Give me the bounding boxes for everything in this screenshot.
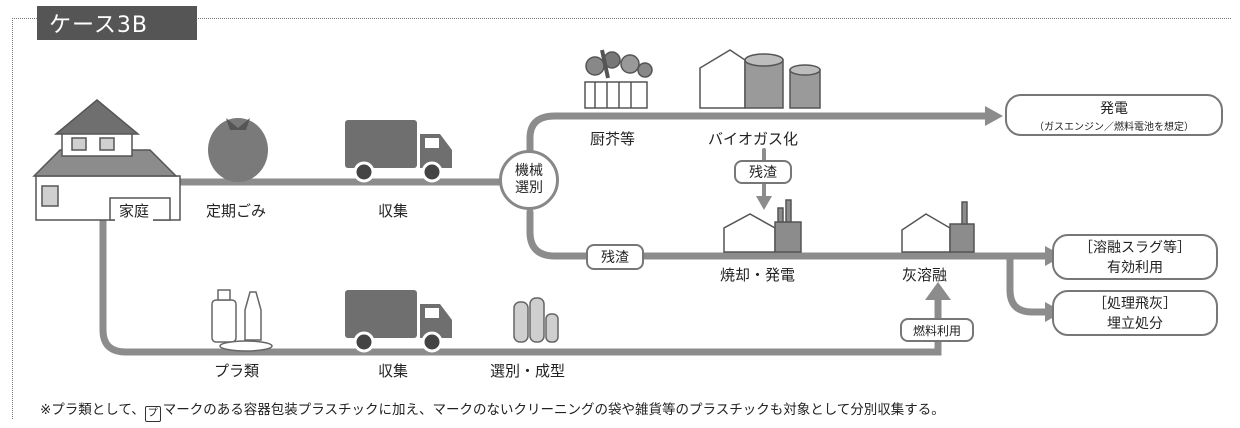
residue-label: 残渣 (601, 250, 629, 266)
recycle-mark-icon: プ (144, 406, 161, 422)
ash-melting-label: 灰溶融 (902, 266, 948, 284)
incineration-label: 焼却・発電 (720, 266, 796, 284)
slag-output-box: ［溶融スラグ等］ 有効利用 (1052, 234, 1218, 280)
sorting-line1: 機械 (515, 162, 543, 179)
footnote-body: マークのある容器包装プラスチックに加え、マークのないクリーニングの袋や雑貨等のプ… (162, 402, 945, 418)
collection-top-label: 収集 (378, 202, 409, 220)
power-output-box: 発電 （ガスエンジン／燃料電池を想定） (1005, 94, 1223, 136)
machine-sorting-node: 機械 選別 (499, 150, 559, 210)
collection-bottom-label: 収集 (378, 362, 409, 380)
incinerator-icon (723, 199, 802, 253)
house-icon (32, 99, 181, 221)
kitchen-waste-icon (584, 49, 653, 109)
plastic-bottles-icon (211, 289, 273, 352)
fuel-use-label: 燃料利用 (912, 323, 961, 338)
home-label: 家庭 (115, 200, 154, 221)
footnote: ※プラ類として、プマークのある容器包装プラスチックに加え、マークのないクリーニン… (40, 398, 945, 422)
flyash-line1: ［処理飛灰］ (1093, 296, 1177, 312)
plastics-label: プラ類 (214, 362, 260, 380)
biogas-residue-label: 残渣 (749, 165, 777, 181)
biogas-label: バイオガス化 (708, 130, 799, 148)
flow-to-incineration (526, 208, 1049, 260)
flow-to-flyash (1006, 252, 1049, 316)
regular-waste-label: 定期ごみ (206, 202, 267, 220)
biogas-plant-icon (699, 49, 821, 109)
case-tab: ケース3B (37, 6, 197, 40)
fuel-use-box: 燃料利用 (900, 318, 974, 342)
flyash-output-box: ［処理飛灰］ 埋立処分 (1052, 290, 1218, 336)
arrow-ash-melt (925, 282, 951, 300)
slag-line1: ［溶融スラグ等］ (1079, 240, 1191, 256)
arrow-biogas-residue (756, 196, 772, 210)
recycled-cylinders-icon (513, 297, 559, 343)
garbage-truck-icon-top (345, 120, 452, 183)
power-title: 発電 (1100, 100, 1128, 117)
slag-line2: 有効利用 (1107, 260, 1163, 276)
garbage-bag-icon (208, 118, 268, 182)
garbage-truck-icon-bottom (345, 290, 452, 353)
ash-melting-icon (901, 201, 975, 253)
residue-box: 残渣 (586, 244, 644, 270)
footnote-prefix: ※プラ類として、 (40, 402, 145, 418)
power-subtitle: （ガスエンジン／燃料電池を想定） (1034, 121, 1194, 133)
sorting-line2: 選別 (515, 180, 543, 196)
flyash-line2: 埋立処分 (1107, 316, 1163, 332)
flow-plastics-line (99, 214, 942, 356)
flow-to-power (526, 112, 989, 156)
kitchen-waste-label: 厨芥等 (590, 130, 636, 148)
diagram-frame (12, 18, 1231, 419)
biogas-residue-box: 残渣 (734, 160, 792, 184)
sort-mold-label: 選別・成型 (490, 362, 566, 380)
arrow-power (985, 106, 1003, 126)
